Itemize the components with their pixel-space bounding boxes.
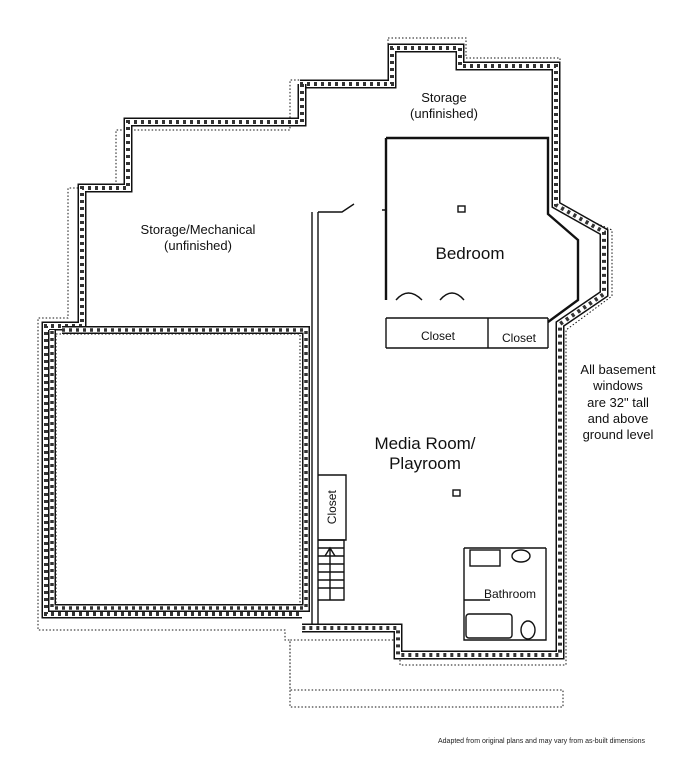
stair-arrow [324,546,336,600]
closet-1-label: Closet [420,329,455,343]
crawl-space-frame [55,333,301,607]
bedroom-wall [384,136,580,323]
media-light [452,489,461,497]
mech-partition [311,212,319,625]
mech-door [318,203,387,214]
media-room-label: Media Room/ Playroom [370,434,480,475]
windows-note: All basement windows are 32" tall and ab… [568,362,668,443]
footer-disclaimer: Adapted from original plans and may vary… [438,738,645,745]
bedroom-light [457,205,466,213]
crawl-hatch-dash [50,328,308,610]
crawl-hatch-inner [49,327,309,611]
bathtub [465,613,513,639]
masonry-wall-west [41,84,307,619]
stair-closet-label: Closet [324,490,339,525]
storage-mech-label: Storage/Mechanical (unfinished) [128,222,268,253]
masonry-wall-hatch [300,46,606,657]
storage-mech-name: Storage/Mechanical [140,222,256,237]
bedroom-wall-bottom [385,317,549,349]
toilet [520,620,536,640]
bathroom-wall [463,547,547,641]
storage-top-name: Storage [421,90,467,105]
stair [318,539,345,601]
windows-note-line: are 32" tall [587,394,649,410]
windows-note-line: ground level [582,427,654,442]
closet-2-label: Closet [501,331,536,345]
media-room-line2: Playroom [389,454,461,474]
windows-note-line: windows [593,378,643,394]
windows-note-line: All basement [580,362,656,377]
bedroom-door [395,292,465,301]
vanity [469,549,501,567]
bathroom-label: Bathroom [483,587,537,601]
sink [511,549,531,563]
windows-note-line: and above [587,410,649,426]
storage-mech-note: (unfinished) [164,237,232,253]
bedroom-label: Bedroom [435,244,505,263]
masonry-wall-west-hatch [44,84,304,616]
masonry-wall-west-inner [43,84,305,617]
storage-top-note: (unfinished) [410,105,478,121]
media-room-line1: Media Room/ [374,434,476,453]
storage-top-label: Storage (unfinished) [404,90,484,121]
crawl-hatch [48,326,310,612]
